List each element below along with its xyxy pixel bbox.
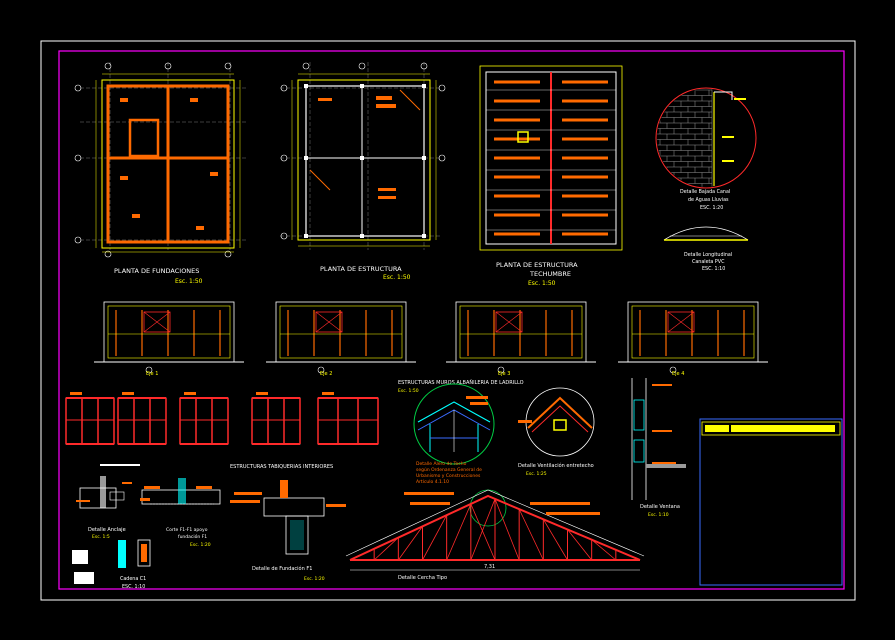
truss-diagonal [373, 537, 399, 561]
detail-ventilation-scale: Esc. 1:25 [526, 471, 547, 477]
elevation-axis-bubble [669, 366, 677, 374]
detail-longitudinal-line2: Canaleta PVC [692, 259, 725, 265]
truss-diagonal [422, 514, 448, 561]
truss: 7,31 Detalle Cercha Tipo [345, 489, 645, 581]
truss-diagonal [398, 526, 423, 561]
plan-foundations-title: PLANTA DE FUNDACIONES [114, 267, 199, 275]
detail-ventilation: Detalle Ventilación entretecho Esc. 1:25 [518, 387, 595, 477]
detail-window-scale: Esc. 1:10 [648, 512, 669, 518]
detail-longitudinal-line1: Detalle Longitudinal [684, 252, 732, 258]
plan-roof-title-2: TECHUMBRE [529, 270, 571, 278]
interior-partitions-title: ESTRUCTURAS TABIQUERIAS INTERIORES [230, 464, 333, 470]
detail-anchor: Detalle Anclaje Esc. 1:5 [76, 464, 140, 540]
detail-rafter-line4: Artículo 4.1.10 [416, 478, 449, 485]
detail-window-title: Detalle Ventana [640, 504, 680, 510]
detail-longitudinal: Detalle Longitudinal Canaleta PVC ESC. 1… [663, 226, 749, 272]
partition-label-bar [122, 392, 134, 395]
interior-partitions [65, 392, 379, 445]
truss-diagonal [494, 498, 520, 561]
partition-outline [317, 397, 379, 445]
plan-roof-title: PLANTA DE ESTRUCTURA [496, 261, 578, 269]
truss-diagonal [542, 519, 568, 561]
elevation-window [315, 311, 343, 333]
plan-foundations: PLANTA DE FUNDACIONES Esc. 1:50 [74, 62, 248, 285]
detail-foundation: Detalle de Fundación F1 Esc. 1:20 [230, 480, 346, 582]
truss-span: 7,31 [484, 564, 495, 570]
detail-gutter-scale: ESC. 1:20 [700, 205, 723, 211]
truss-diagonal [446, 503, 472, 561]
elevation-axis-label-2: Eje 2 [320, 371, 332, 377]
detail-rafter-line3: Urbanismo y Construcciones [416, 473, 481, 479]
elevation-window [495, 311, 523, 333]
elevation-window [143, 311, 171, 333]
detail-rafter-line2: según Ordenanza General de [416, 466, 482, 473]
masonry-title: ESTRUCTURAS MUROS ALBAÑILERIA DE LADRILL… [398, 379, 524, 386]
truss-diagonal [518, 508, 544, 561]
detail-foundation-title: Detalle de Fundación F1 [252, 565, 312, 572]
partition-outline [65, 397, 115, 445]
detail-beam-scale: ESC. 1:10 [122, 584, 145, 590]
partition-label-bar [322, 392, 334, 395]
detail-cut-line1: Corte F1-F1 apoyo [166, 527, 208, 533]
detail-anchor-title: Detalle Anclaje [88, 527, 126, 533]
detail-foundation-scale: Esc. 1:20 [304, 576, 325, 582]
detail-cut-line2: fundación F1 [178, 533, 207, 540]
inner-frame [58, 50, 845, 590]
elevation-inner [631, 305, 755, 359]
elevation-window-cross [667, 311, 695, 333]
detail-window: Detalle Ventana Esc. 1:10 [631, 378, 686, 518]
partition-outline [117, 397, 167, 445]
elevation-axis-bubble [317, 366, 325, 374]
elevation-inner [279, 305, 403, 359]
detail-beam-title: Cadena C1 [120, 576, 146, 582]
partition-label-bar [256, 392, 268, 395]
partition-label-bar [184, 392, 196, 395]
elevation-window-cross [495, 311, 523, 333]
detail-gutter: Detalle Bajada Canal de Aguas Lluvias ES… [655, 87, 757, 211]
elevation-window-cross [143, 311, 171, 333]
elevation-inner [107, 305, 231, 359]
elevation-axis-label-4: Eje 4 [672, 371, 684, 377]
elevation-axis-label-3: Eje 3 [498, 371, 510, 377]
detail-cut: Corte F1-F1 apoyo fundación F1 Esc. 1:20 [140, 478, 221, 548]
plan-structure-scale: Esc. 1:50 [383, 274, 411, 281]
detail-cut-scale: Esc. 1:20 [190, 542, 211, 548]
detail-anchor-scale: Esc. 1:5 [92, 534, 110, 540]
partition-outline [179, 397, 229, 445]
plan-foundations-scale: Esc. 1:50 [175, 278, 203, 285]
elevation-window [667, 311, 695, 333]
elevation-window-cross [315, 311, 343, 333]
detail-ventilation-title: Detalle Ventilación entretecho [518, 462, 594, 469]
detail-gutter-line2: de Aguas Lluvias [688, 197, 729, 203]
truss-diagonal [470, 498, 496, 561]
elevations-row [94, 301, 768, 374]
truss-title: Detalle Cercha Tipo [398, 575, 447, 581]
elevation-axis-bubble [145, 366, 153, 374]
partition-outline [251, 397, 301, 445]
detail-gutter-line1: Detalle Bajada Canal [680, 189, 730, 195]
elevation-axis-label-1: Eje 1 [146, 371, 158, 377]
partition-label-bar [70, 392, 82, 395]
detail-rafter: Detalle Alero de Techo según Ordenanza G… [413, 383, 495, 485]
plan-roof-scale: Esc. 1:50 [528, 280, 556, 287]
truss-diagonal [470, 503, 496, 561]
detail-beam: Cadena C1 ESC. 1:10 [72, 539, 151, 590]
truss-diagonal [567, 529, 592, 561]
detail-longitudinal-scale: ESC. 1:10 [702, 266, 725, 272]
plan-structure: PLANTA DE ESTRUCTURA Esc. 1:50 [280, 62, 446, 281]
plan-roof: PLANTA DE ESTRUCTURA TECHUMBRE Esc. 1:50 [479, 65, 623, 287]
masonry-scale: Esc. 1:50 [398, 388, 419, 394]
elevation-inner [459, 305, 583, 359]
plan-structure-title: PLANTA DE ESTRUCTURA [320, 265, 402, 273]
title-block [699, 418, 843, 586]
outer-frame [40, 40, 856, 601]
truss-diagonal [591, 539, 617, 561]
detail-rafter-line1: Detalle Alero de Techo [416, 461, 467, 467]
elevation-axis-bubble [497, 366, 505, 374]
